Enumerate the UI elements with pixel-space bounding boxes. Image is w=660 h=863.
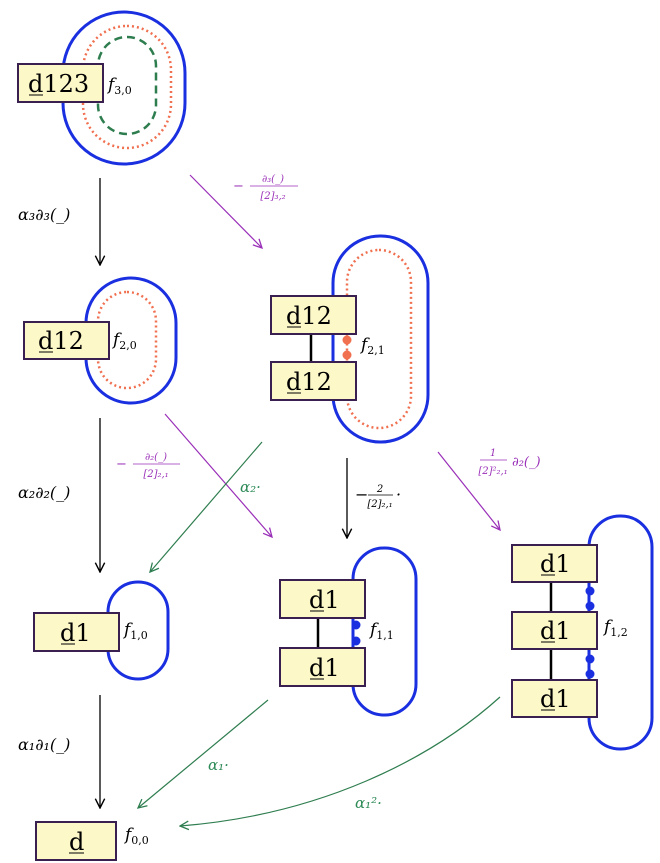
blue-dot xyxy=(351,636,361,646)
box-d1-10 xyxy=(33,612,120,652)
frac-num: 1 xyxy=(490,448,496,459)
arrow-g-a1sq xyxy=(180,696,501,826)
blue-dot xyxy=(351,620,361,630)
node-f30: d123 f3,0 xyxy=(17,10,187,166)
edge-label-a1: α₁∂₁(_) xyxy=(18,735,70,754)
arrow-g-a1 xyxy=(138,699,269,808)
box-d1-10-text: d1 xyxy=(60,619,91,647)
box-d1-12a-text: d1 xyxy=(540,550,571,578)
edge-label-a2: α₂∂₂(_) xyxy=(18,483,70,502)
box-d12-a xyxy=(23,321,110,360)
arrow-p2 xyxy=(164,413,272,537)
red-loop xyxy=(81,24,173,150)
box-d123-text: d123 xyxy=(28,70,89,98)
blue-dot xyxy=(585,601,595,611)
box-d12-b-text: d12 xyxy=(286,302,332,330)
arrow-g-a2 xyxy=(150,441,263,572)
blue-loop xyxy=(351,546,418,717)
edge-label-g-a2: α₂· xyxy=(240,478,261,496)
frac-num: ∂₃(_) xyxy=(262,174,284,185)
label-f00: f0,0 xyxy=(123,825,149,847)
box-d1-12a xyxy=(511,544,598,583)
node-f20: d12 f2,0 xyxy=(23,276,178,405)
box-d12-c-text: d12 xyxy=(286,368,332,396)
frac-tail: ∂₂(_) xyxy=(512,455,541,470)
box-d1-11a-text: d1 xyxy=(309,586,340,614)
minus-sign: − xyxy=(355,485,368,504)
box-d12-c xyxy=(270,361,357,401)
frac-den: [2]₂,₁ xyxy=(143,469,168,480)
blue-loop xyxy=(331,234,430,444)
edge-label-p1: − ∂₃(_) [2]₃,₂ xyxy=(233,174,298,202)
box-d xyxy=(35,821,117,861)
edge-label-mid: − 2 [2]₂,₁ · xyxy=(355,484,401,510)
box-d12-a-text: d12 xyxy=(38,327,84,355)
green-loop xyxy=(96,35,158,136)
frac-num: 2 xyxy=(376,484,383,495)
red-dot xyxy=(342,335,352,345)
arrow-p3 xyxy=(437,451,500,530)
label-f21: f2,1 xyxy=(359,335,385,357)
blue-dot xyxy=(585,654,595,664)
node-f21: d12 d12 f2,1 xyxy=(270,234,430,444)
label-f11: f1,1 xyxy=(368,620,394,642)
red-dot xyxy=(342,350,352,360)
node-f11: d1 d1 f1,1 xyxy=(279,546,418,717)
label-f30: f3,0 xyxy=(106,75,132,97)
red-loop xyxy=(96,290,158,390)
node-f12: d1 d1 d1 f1,2 xyxy=(511,514,654,751)
box-d12-b xyxy=(270,295,357,335)
node-f00: d f0,0 xyxy=(35,821,149,861)
box-d1-12c-text: d1 xyxy=(540,685,571,713)
edge-label-a3: α₃∂₃(_) xyxy=(18,205,70,224)
frac-num: ∂₂(_) xyxy=(145,452,167,463)
box-d1-11b-text: d1 xyxy=(309,654,340,682)
red-loop xyxy=(345,248,413,430)
frac-den: [2]₂,₁ xyxy=(367,499,392,510)
box-d1-11b xyxy=(279,647,366,687)
box-d1-12b xyxy=(511,611,598,650)
minus-sign: − xyxy=(116,457,127,472)
dot-sign: · xyxy=(396,485,401,504)
blue-dot xyxy=(585,586,595,596)
label-f10: f1,0 xyxy=(122,620,148,642)
label-f12: f1,2 xyxy=(602,617,628,639)
frac-den: [2]₃,₂ xyxy=(260,191,285,202)
label-f20: f2,0 xyxy=(111,330,137,352)
edge-label-g-a1: α₁· xyxy=(208,756,229,774)
blue-dot xyxy=(585,669,595,679)
edge-label-p3: 1 [2]²₂,₁ ∂₂(_) xyxy=(478,448,540,477)
box-d-text: d xyxy=(69,828,84,856)
arrow-p1 xyxy=(189,174,262,248)
edge-label-p2: − ∂₂(_) [2]₂,₁ xyxy=(116,452,180,480)
frac-den: [2]²₂,₁ xyxy=(478,466,507,477)
minus-sign: − xyxy=(233,179,244,194)
box-d1-12c xyxy=(511,679,598,718)
edge-label-g-a1sq: α₁²· xyxy=(355,794,382,812)
node-f10: d1 f1,0 xyxy=(33,580,170,681)
box-d1-12b-text: d1 xyxy=(540,617,571,645)
box-d123 xyxy=(17,63,104,103)
box-d1-11a xyxy=(279,579,366,619)
